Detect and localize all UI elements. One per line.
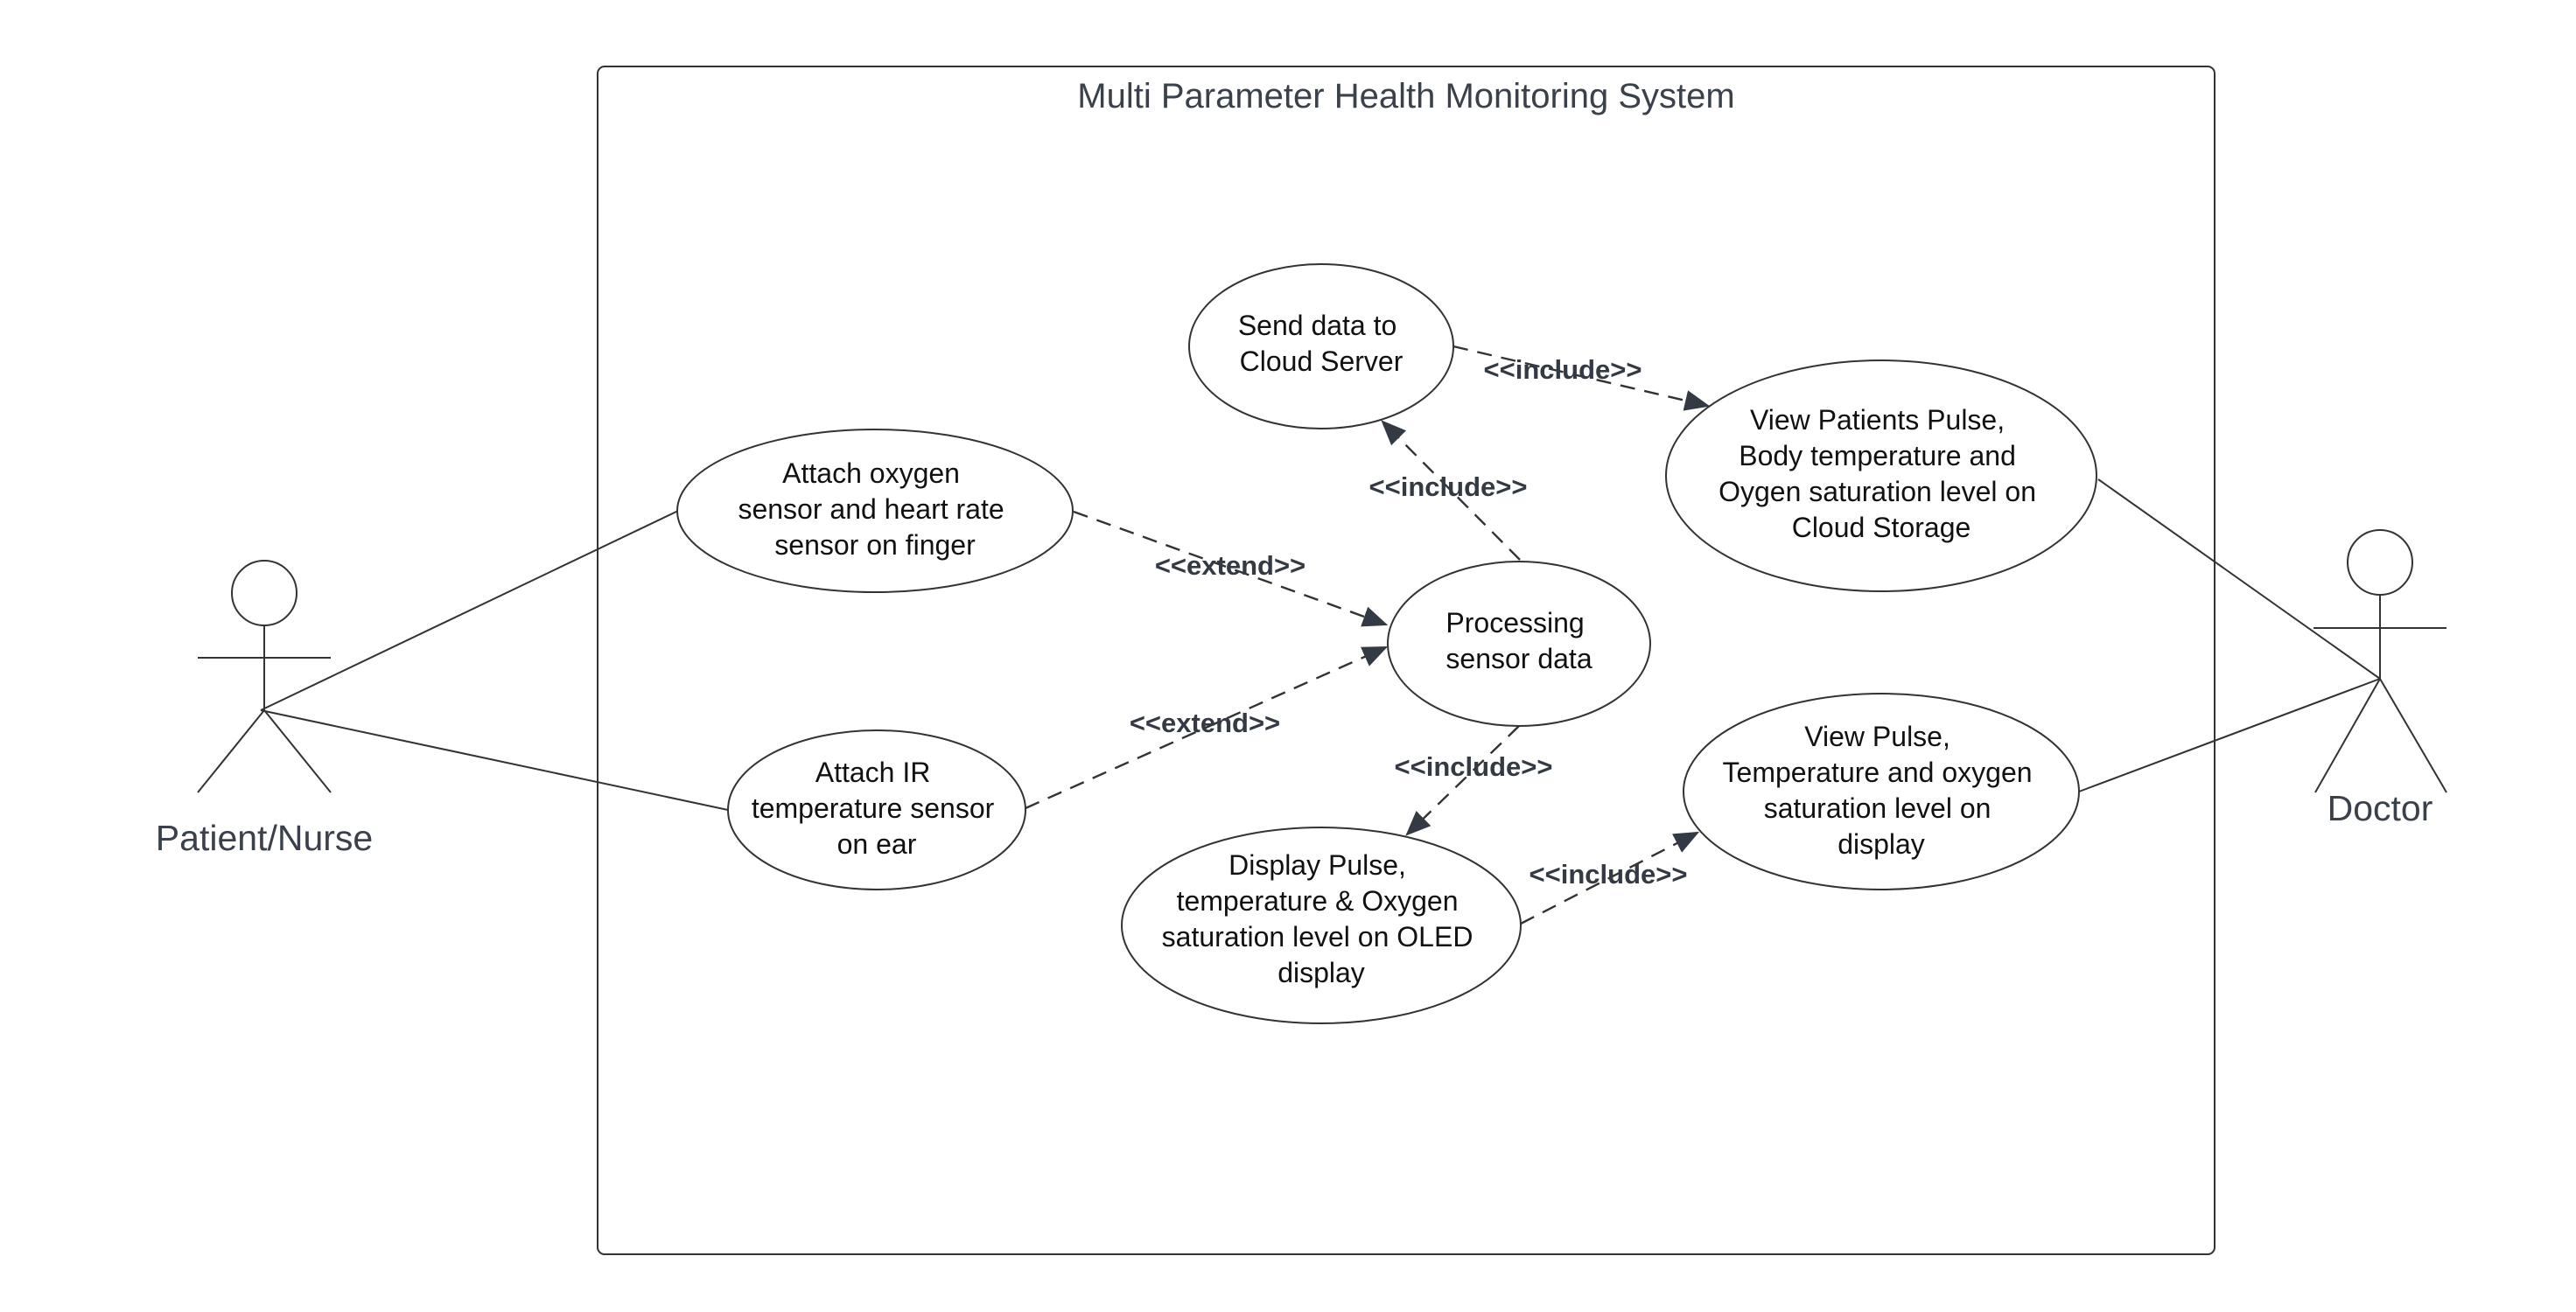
association-patient-attach-oxygen <box>260 510 679 711</box>
use-case-label: Send data to Cloud Server <box>1238 310 1404 377</box>
use-case-ellipse <box>1188 263 1454 429</box>
use-case-ellipse <box>1683 693 2080 890</box>
use-case-processing-sensor-data[interactable]: Processing sensor data <box>1387 561 1651 727</box>
use-case-view-cloud-storage[interactable]: View Patients Pulse, Body temperature an… <box>1665 359 2097 592</box>
use-case-label: Processing sensor data <box>1446 607 1592 674</box>
stick-figure-icon <box>2314 529 2447 793</box>
actor-label: Patient/Nurse <box>156 818 373 858</box>
include-label-processing-display: <<include>> <box>1395 751 1553 782</box>
use-case-display-oled[interactable]: Display Pulse, temperature & Oxygen satu… <box>1121 827 1522 1024</box>
association-doctor-view-cloud <box>2097 478 2381 680</box>
use-case-label: Display Pulse, temperature & Oxygen satu… <box>1162 849 1481 988</box>
use-case-label: View Pulse, Temperature and oxygen satur… <box>1723 721 2040 860</box>
stick-figure-icon <box>197 560 332 793</box>
include-arrow-display-view-display <box>1520 831 1700 925</box>
use-case-ellipse <box>676 429 1074 593</box>
association-patient-attach-ir <box>260 709 729 811</box>
use-case-view-display[interactable]: View Pulse, Temperature and oxygen satur… <box>1683 693 2080 890</box>
use-case-label: Attach oxygen sensor and heart rate sens… <box>738 457 1012 561</box>
include-label-display-view-display: <<include>> <box>1530 859 1688 890</box>
association-doctor-view-display <box>2078 678 2381 792</box>
use-case-label: View Patients Pulse, Body temperature an… <box>1718 404 2044 543</box>
use-case-attach-ir-sensor[interactable]: Attach IR temperature sensor on ear <box>727 729 1026 890</box>
use-case-label: Attach IR temperature sensor on ear <box>752 757 1002 860</box>
extend-arrow-ir <box>1025 646 1389 810</box>
use-case-attach-oxygen-sensor[interactable]: Attach oxygen sensor and heart rate sens… <box>676 429 1074 593</box>
system-title: Multi Parameter Health Monitoring System <box>1077 77 1734 115</box>
include-arrow-send-view-cloud <box>1452 345 1711 411</box>
use-case-ellipse <box>1665 359 2097 592</box>
include-arrow-processing-display <box>1405 725 1520 836</box>
actor-patient-nurse[interactable]: Patient/Nurse <box>156 560 373 858</box>
include-label-processing-send: <<include>> <box>1369 471 1528 502</box>
use-case-send-data-cloud[interactable]: Send data to Cloud Server <box>1188 263 1454 429</box>
use-case-ellipse <box>1121 827 1522 1024</box>
extend-arrow-oxygen <box>1073 510 1389 627</box>
extend-label-oxygen: <<extend>> <box>1155 550 1306 581</box>
actor-doctor[interactable]: Doctor <box>2314 529 2447 828</box>
include-arrow-processing-send <box>1381 420 1521 561</box>
actor-label: Doctor <box>2328 788 2433 828</box>
use-case-ellipse <box>1387 561 1651 727</box>
include-label-send-view-cloud: <<include>> <box>1484 354 1642 385</box>
extend-label-ir: <<extend>> <box>1130 708 1280 738</box>
use-case-ellipse <box>727 729 1026 890</box>
